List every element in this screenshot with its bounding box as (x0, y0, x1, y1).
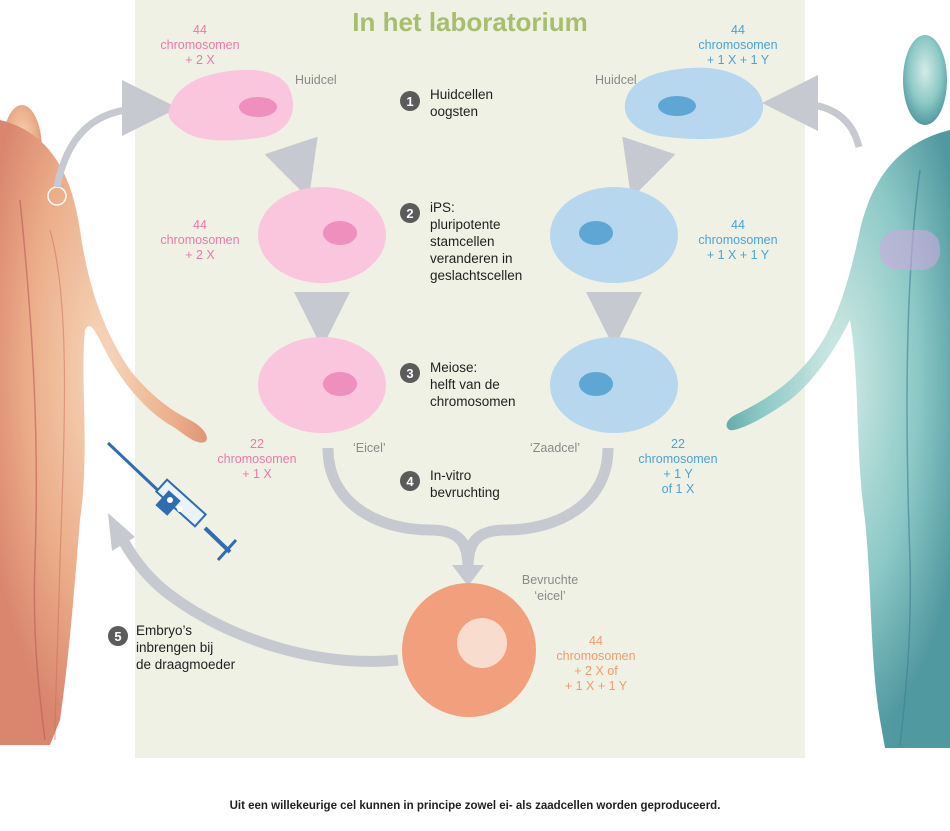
step-badge-3: 3 (400, 363, 420, 383)
svg-text:5: 5 (114, 629, 121, 644)
fertilization-arrow-left (322, 447, 474, 569)
female-ips-nucleus (323, 221, 357, 245)
fertilization-arrow-right (462, 447, 614, 569)
fertilization-arrowhead (452, 565, 484, 586)
harvest-arrow-right (762, 75, 863, 148)
syringe-icon (106, 441, 238, 562)
male-skin-nucleus (658, 96, 696, 116)
sample-site-right (849, 146, 869, 166)
arrow-female-1 (264, 136, 318, 199)
label-fertilized-line-2: ‘eicel’ (534, 589, 566, 603)
step-4-text: In-vitro bevruchting (430, 468, 500, 500)
sperm-nucleus (579, 372, 613, 396)
label-sperm-cell: ‘Zaadcel’ (530, 441, 581, 455)
page-title: In het laboratorium (352, 7, 588, 37)
step-5-text: Embryo’s inbrengen bij de draagmoeder (136, 623, 236, 672)
step-badge-2: 2 (400, 203, 420, 223)
svg-text:2: 2 (406, 206, 413, 221)
chromosomes-male-ips: 44 chromosomen + 1 X + 1 Y (698, 218, 778, 262)
male-ips-cell (550, 187, 678, 283)
chromosomes-female-ips: 44 chromosomen + 2 X (160, 218, 240, 262)
egg-nucleus (323, 372, 357, 396)
chromosomes-female-meiosis: 22 chromosomen + 1 X (217, 437, 297, 481)
transfer-arrowhead (108, 513, 135, 551)
female-ips-cell (258, 187, 386, 283)
step-1-text: Huidcellen oogsten (430, 87, 494, 119)
label-skin-cell-left: Huidcel (295, 73, 337, 87)
figure-caption: Uit een willekeurige cel kunnen in princ… (229, 800, 721, 812)
step-3-text: Meiose: helft van de chromosomen (430, 360, 516, 409)
step-badge-5: 5 (108, 626, 128, 646)
chromosomes-male-top: 44 chromosomen + 1 X + 1 Y (698, 23, 778, 67)
harvest-arrow-left (53, 80, 178, 188)
svg-text:1: 1 (406, 94, 413, 109)
label-fertilized: Bevruchte ‘eicel’ (510, 572, 590, 604)
chromosomes-female-top: 44 chromosomen + 2 X (160, 23, 240, 67)
female-body-illustration (0, 105, 207, 745)
sperm-cell (550, 337, 678, 433)
label-skin-cell-right: Huidcel (595, 73, 637, 87)
male-ips-nucleus (579, 221, 613, 245)
step-badge-4: 4 (400, 471, 420, 491)
egg-cell (258, 337, 386, 433)
svg-text:3: 3 (406, 366, 413, 381)
male-body-illustration (726, 35, 950, 748)
fertilized-nucleus (457, 618, 507, 668)
transfer-arrow (118, 537, 399, 667)
step-2-text: iPS: pluripotente stamcellen veranderen … (430, 200, 523, 283)
svg-text:4: 4 (406, 474, 414, 489)
label-fertilized-line-1: Bevruchte (521, 573, 579, 587)
label-egg-cell: ‘Eicel’ (353, 441, 386, 455)
step-badge-1: 1 (400, 91, 420, 111)
female-skin-nucleus (239, 97, 277, 117)
female-skin-cell (168, 69, 294, 141)
arrow-male-1 (622, 136, 676, 199)
chromosomes-male-meiosis: 22 chromosomen + 1 Y of 1 X (638, 437, 718, 496)
chromosomes-fertilized: 44 chromosomen + 2 X of + 1 X + 1 Y (556, 634, 636, 693)
